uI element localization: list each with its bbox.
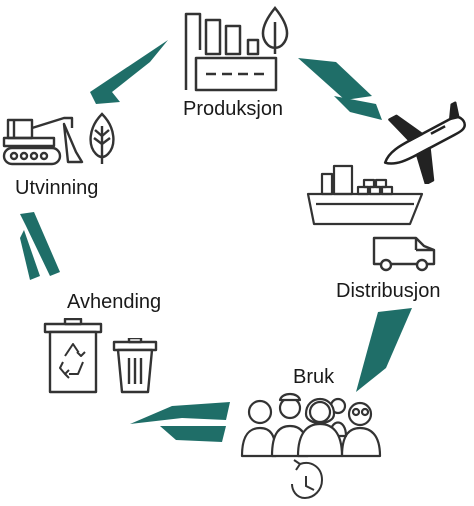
people-group-icon: [238, 388, 386, 458]
recycling-bin-icon: [43, 318, 103, 394]
stage-label-utvinning: Utvinning: [15, 177, 99, 199]
arrow-produksjon-to-distribusjon-b: [334, 96, 382, 120]
reuse-clock-icon: [290, 458, 326, 500]
arrow-produksjon-to-distribusjon-a: [298, 58, 372, 100]
excavator-icon: [2, 112, 88, 170]
arrow-bruk-to-avhending-a: [130, 402, 230, 424]
leaf-icon: [258, 6, 292, 56]
delivery-van-icon: [372, 232, 438, 272]
leaf-icon: [86, 112, 118, 166]
stage-label-avhending: Avhending: [67, 291, 162, 313]
trash-can-icon: [112, 338, 158, 394]
factory-icon: [182, 10, 280, 92]
stage-label-bruk: Bruk: [293, 366, 335, 388]
airplane-icon: [374, 100, 474, 184]
arrow-distribusjon-to-bruk: [356, 308, 412, 392]
arrow-bruk-to-avhending-b: [160, 426, 226, 442]
stage-label-produksjon: Produksjon: [183, 98, 284, 120]
stage-label-distribusjon: Distribusjon: [336, 280, 441, 302]
cargo-ship-icon: [306, 164, 424, 228]
arrow-utvinning-to-produksjon: [90, 40, 168, 104]
arrow-avhending-to-utvinning-b: [20, 230, 40, 280]
arrow-avhending-to-utvinning: [20, 212, 60, 276]
